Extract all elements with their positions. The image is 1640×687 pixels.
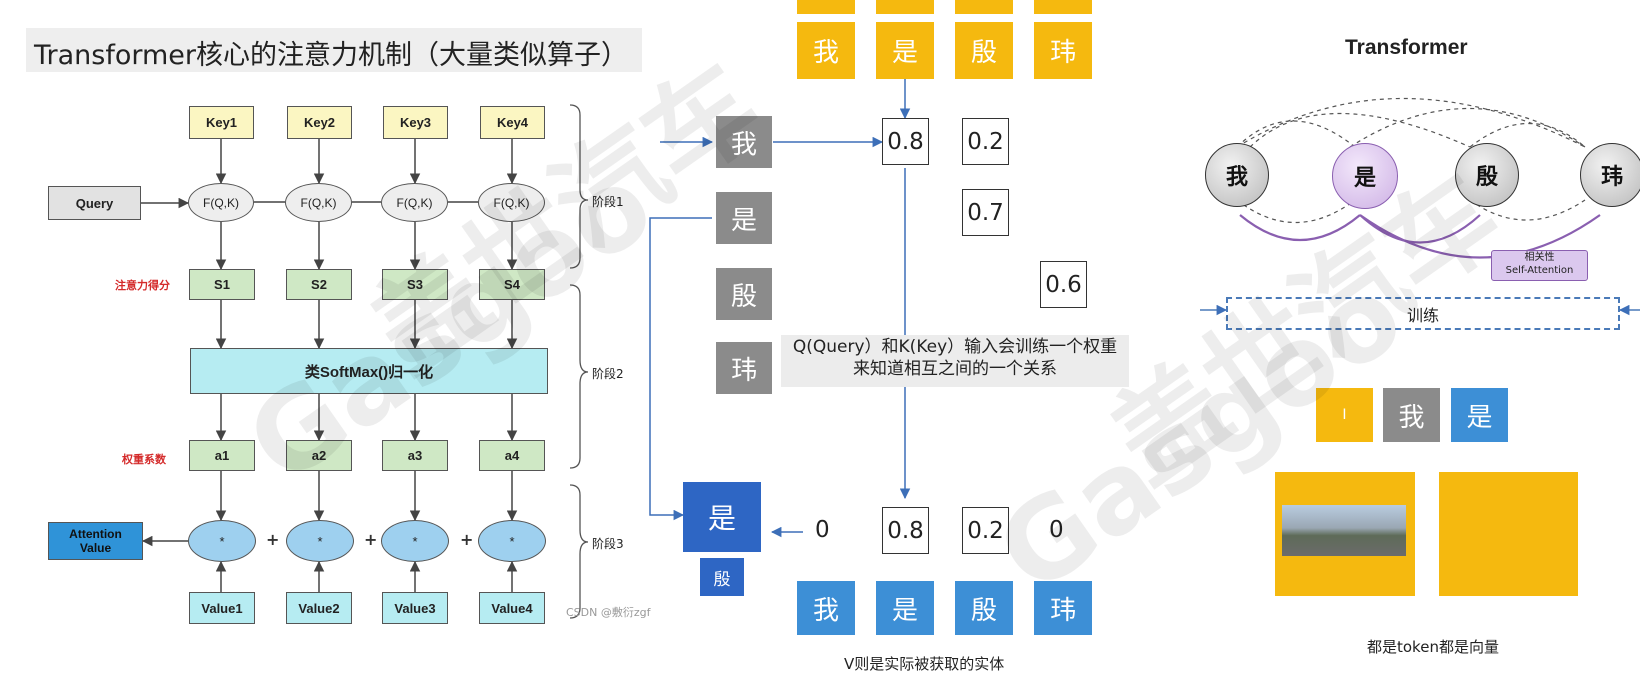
key-tile-1: 我 bbox=[716, 116, 772, 168]
qk-note-line1: Q(Query）和K(Key）输入会训练一个权重 bbox=[792, 337, 1118, 357]
token-circle-1: 我 bbox=[1205, 143, 1269, 207]
weight-3: a3 bbox=[382, 440, 448, 471]
value-tile-1: 我 bbox=[797, 581, 855, 635]
small-tile-wo: 我 bbox=[1383, 388, 1440, 442]
score-function-1: F(Q,K) bbox=[188, 183, 254, 222]
score-4: S4 bbox=[479, 269, 545, 300]
key-4: Key4 bbox=[480, 106, 545, 139]
transformer-title: Transformer bbox=[1345, 36, 1468, 59]
self-attention-arcs bbox=[1239, 214, 1601, 259]
token-circle-3: 殷 bbox=[1455, 143, 1519, 207]
query-tile-4: 玮 bbox=[1034, 22, 1092, 79]
stage-2-label: 阶段2 bbox=[592, 367, 624, 381]
token-circle-2: 是 bbox=[1332, 143, 1398, 209]
key-tile-4: 玮 bbox=[716, 342, 772, 394]
note-band bbox=[781, 335, 1129, 387]
gold-tile-cropped-3 bbox=[955, 0, 1013, 14]
weight-4: a4 bbox=[479, 440, 545, 471]
plus-1: + bbox=[266, 530, 280, 549]
attention-value-box: Attention Value bbox=[48, 522, 143, 560]
attention-line1: Attention bbox=[69, 527, 122, 541]
token-caption: 都是token都是向量 bbox=[1367, 638, 1499, 656]
multiply-4: * bbox=[478, 520, 546, 562]
weighted-3: 0 bbox=[1049, 517, 1064, 543]
value-tile-3: 殷 bbox=[955, 581, 1013, 635]
qk-note-line2: 来知道相互之间的一个关系 bbox=[853, 359, 1057, 379]
score-function-2: F(Q,K) bbox=[285, 183, 352, 222]
small-tile-shi: 是 bbox=[1451, 388, 1508, 442]
score-function-3: F(Q,K) bbox=[381, 183, 448, 222]
score-3: S3 bbox=[382, 269, 448, 300]
query-tile-1: 我 bbox=[797, 22, 855, 79]
multiply-1: * bbox=[188, 520, 256, 562]
key-3: Key3 bbox=[383, 106, 448, 139]
self-attention-badge: 相关性 Self-Attention bbox=[1491, 250, 1588, 281]
score-2: S2 bbox=[286, 269, 352, 300]
training-bar: 训练 bbox=[1226, 297, 1620, 330]
small-tile-i: I bbox=[1316, 388, 1373, 442]
softmax-box: 类SoftMax()归一化 bbox=[190, 348, 548, 394]
plus-3: + bbox=[460, 530, 474, 549]
score-cell-0-0: 0.8 bbox=[882, 118, 929, 165]
gold-tile-cropped-4 bbox=[1034, 0, 1092, 14]
score-cell-0-1: 0.2 bbox=[962, 118, 1009, 165]
weight-1: a1 bbox=[189, 440, 255, 471]
waveform-icon bbox=[1447, 488, 1570, 580]
gold-tile-cropped-2 bbox=[876, 0, 934, 14]
multiply-3: * bbox=[381, 520, 449, 562]
attention-arcs bbox=[1236, 97, 1586, 224]
badge-line2: Self-Attention bbox=[1505, 265, 1574, 276]
token-circle-4: 玮 bbox=[1580, 143, 1640, 207]
query-tile-2: 是 bbox=[876, 22, 934, 79]
weighted-2: 0.2 bbox=[962, 507, 1009, 554]
score-cell-1-2: 0.7 bbox=[962, 189, 1009, 236]
source-credit: CSDN @敷衍zgf bbox=[566, 606, 651, 619]
title-band bbox=[26, 28, 642, 72]
score-function-4: F(Q,K) bbox=[478, 183, 545, 222]
plus-2: + bbox=[364, 530, 378, 549]
value-tile-2: 是 bbox=[876, 581, 934, 635]
score-label: 注意力得分 bbox=[115, 279, 170, 292]
weighted-1: 0.8 bbox=[882, 507, 929, 554]
key-2: Key2 bbox=[287, 106, 352, 139]
stage-3-label: 阶段3 bbox=[592, 537, 624, 551]
key-tile-3: 殷 bbox=[716, 268, 772, 320]
middle-arrows bbox=[649, 79, 911, 538]
multiply-2: * bbox=[286, 520, 354, 562]
score-cell-2-3: 0.6 bbox=[1040, 261, 1087, 308]
value-caption: V则是实际被获取的实体 bbox=[844, 655, 1005, 673]
value-1: Value1 bbox=[189, 592, 255, 624]
weight-2: a2 bbox=[286, 440, 352, 471]
badge-line1: 相关性 bbox=[1524, 252, 1555, 263]
query-box: Query bbox=[48, 186, 141, 220]
gold-tile-cropped-1 bbox=[797, 0, 855, 14]
value-tile-4: 玮 bbox=[1034, 581, 1092, 635]
value-4: Value4 bbox=[479, 592, 545, 624]
attention-line2: Value bbox=[79, 541, 112, 555]
key-1: Key1 bbox=[189, 106, 254, 139]
diagram-title: Transformer核心的注意力机制（大量类似算子） bbox=[34, 40, 629, 71]
weighted-0: 0 bbox=[815, 517, 830, 543]
stage-braces bbox=[569, 104, 589, 619]
output-sub-tile: 殷 bbox=[700, 558, 744, 596]
weight-label: 权重系数 bbox=[122, 453, 166, 466]
value-2: Value2 bbox=[286, 592, 352, 624]
score-1: S1 bbox=[189, 269, 255, 300]
key-tile-2: 是 bbox=[716, 192, 772, 244]
value-3: Value3 bbox=[382, 592, 448, 624]
stage-1-label: 阶段1 bbox=[592, 195, 624, 209]
street-photo bbox=[1282, 505, 1406, 556]
image-token-frame bbox=[1275, 472, 1415, 596]
query-tile-3: 殷 bbox=[955, 22, 1013, 79]
flow-arrows bbox=[141, 139, 518, 592]
audio-token-frame bbox=[1439, 472, 1578, 596]
output-tile: 是 bbox=[683, 482, 761, 552]
